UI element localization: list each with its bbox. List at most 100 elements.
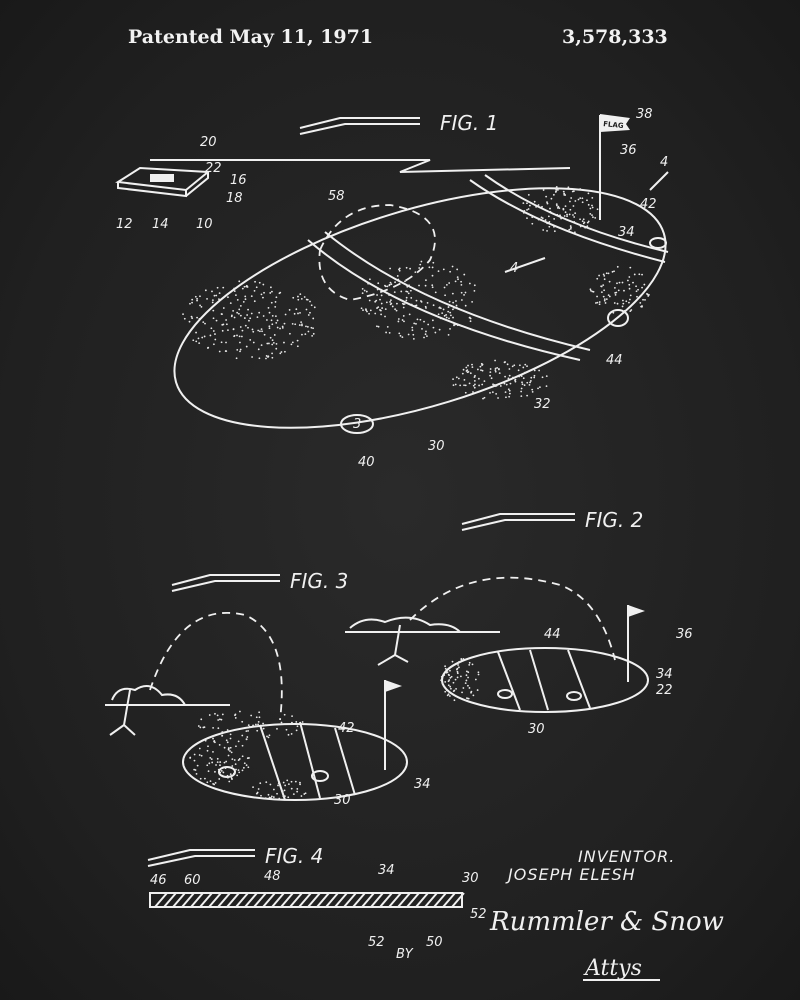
stipple-dot <box>232 772 235 775</box>
stipple-dot <box>545 385 548 388</box>
stipple-dot <box>549 207 551 210</box>
stipple-dot <box>469 372 472 375</box>
stipple-dot <box>245 285 248 288</box>
stipple-dot <box>594 302 597 304</box>
stipple-dot <box>598 303 601 306</box>
stipple-dot <box>255 792 258 795</box>
stipple-dot <box>390 299 392 302</box>
stipple-dot <box>621 305 624 308</box>
stipple-dot <box>213 294 216 297</box>
stipple-dot <box>613 270 615 273</box>
stipple-dot <box>460 299 463 301</box>
stipple-dot <box>423 320 425 323</box>
stipple-dot <box>296 339 299 342</box>
stipple-dot <box>441 682 444 685</box>
stipple-dot <box>198 754 201 756</box>
stipple-dot <box>494 370 497 373</box>
stipple-dot <box>291 721 293 724</box>
stipple-dot <box>420 300 423 303</box>
stipple-dot <box>258 357 261 360</box>
stipple-dot <box>204 289 207 292</box>
stipple-dot <box>197 725 200 727</box>
stipple-dot <box>301 333 303 336</box>
stipple-dot <box>313 306 316 309</box>
stipple-dot <box>266 319 268 321</box>
stipple-dot <box>506 363 509 366</box>
stipple-dot <box>602 295 605 298</box>
stipple-dot <box>566 215 568 218</box>
stipple-dot <box>208 714 211 716</box>
stipple-dot <box>416 318 419 321</box>
stipple-dot <box>212 317 215 320</box>
stipple-dot <box>226 729 229 731</box>
stipple-dot <box>299 293 302 296</box>
stipple-dot <box>227 748 230 750</box>
stipple-dot <box>447 306 450 308</box>
stipple-dot <box>198 747 201 750</box>
stipple-dot <box>449 328 451 330</box>
stipple-dot <box>241 734 244 737</box>
stipple-dot <box>573 220 576 223</box>
stipple-dot <box>257 720 260 723</box>
stipple-dot <box>520 395 523 398</box>
hatch-line <box>388 892 402 908</box>
stipple-dot <box>526 394 529 397</box>
fig1-green <box>173 174 669 434</box>
stipple-dot <box>233 290 236 293</box>
stipple-dot <box>270 796 272 799</box>
stipple-dot <box>562 190 565 193</box>
stipple-dot <box>250 312 253 315</box>
stipple-dot <box>467 364 469 367</box>
stipple-dot <box>466 371 469 374</box>
stipple-dot <box>524 363 527 366</box>
stipple-dot <box>489 368 492 370</box>
stipple-dot <box>221 713 224 716</box>
stipple-dot <box>571 190 574 193</box>
fig2-title: FIG. 2 <box>461 508 643 532</box>
stipple-dot <box>460 291 463 294</box>
stipple-dot <box>244 295 247 298</box>
stipple-dot <box>255 286 258 289</box>
stipple-dot <box>303 793 306 795</box>
callout-label: 42 <box>338 721 355 736</box>
hatch-line <box>253 892 267 908</box>
stipple-dot <box>600 291 603 293</box>
stipple-dot <box>265 357 267 360</box>
stipple-dot <box>496 366 499 369</box>
hatch-line <box>226 892 240 908</box>
hatch-line <box>397 892 411 908</box>
stipple-dot <box>553 218 556 220</box>
stipple-dot <box>260 328 263 330</box>
stipple-dot <box>285 728 288 731</box>
stipple-dot <box>476 689 479 691</box>
stipple-dot <box>461 691 463 694</box>
stipple-dot <box>374 312 377 315</box>
stipple-dot <box>388 294 391 297</box>
stipple-dot <box>589 207 592 210</box>
stipple-dot <box>555 185 558 188</box>
stipple-dot <box>243 762 246 765</box>
stipple-dot <box>455 306 458 309</box>
stipple-dot <box>453 689 456 692</box>
callout-label: 38 <box>636 107 653 122</box>
stipple-dot <box>594 216 597 219</box>
stipple-dot <box>212 343 215 346</box>
callout-label: 10 <box>196 217 213 232</box>
stipple-dot <box>218 298 220 301</box>
stipple-dot <box>462 368 465 371</box>
stipple-dot <box>379 309 382 312</box>
stipple-dot <box>245 345 248 348</box>
stipple-dot <box>445 671 448 674</box>
stipple-dot <box>529 381 531 384</box>
stipple-dot <box>220 718 223 721</box>
stipple-dot <box>401 319 404 321</box>
stipple-dot <box>537 387 539 390</box>
stipple-dot <box>239 326 242 328</box>
stipple-dot <box>290 733 293 735</box>
stipple-dot <box>528 383 531 386</box>
hatch-line <box>163 892 177 908</box>
stipple-dot <box>368 312 370 315</box>
stipple-dot <box>520 375 523 378</box>
stipple-dot <box>625 300 628 303</box>
stipple-dot <box>464 304 467 307</box>
